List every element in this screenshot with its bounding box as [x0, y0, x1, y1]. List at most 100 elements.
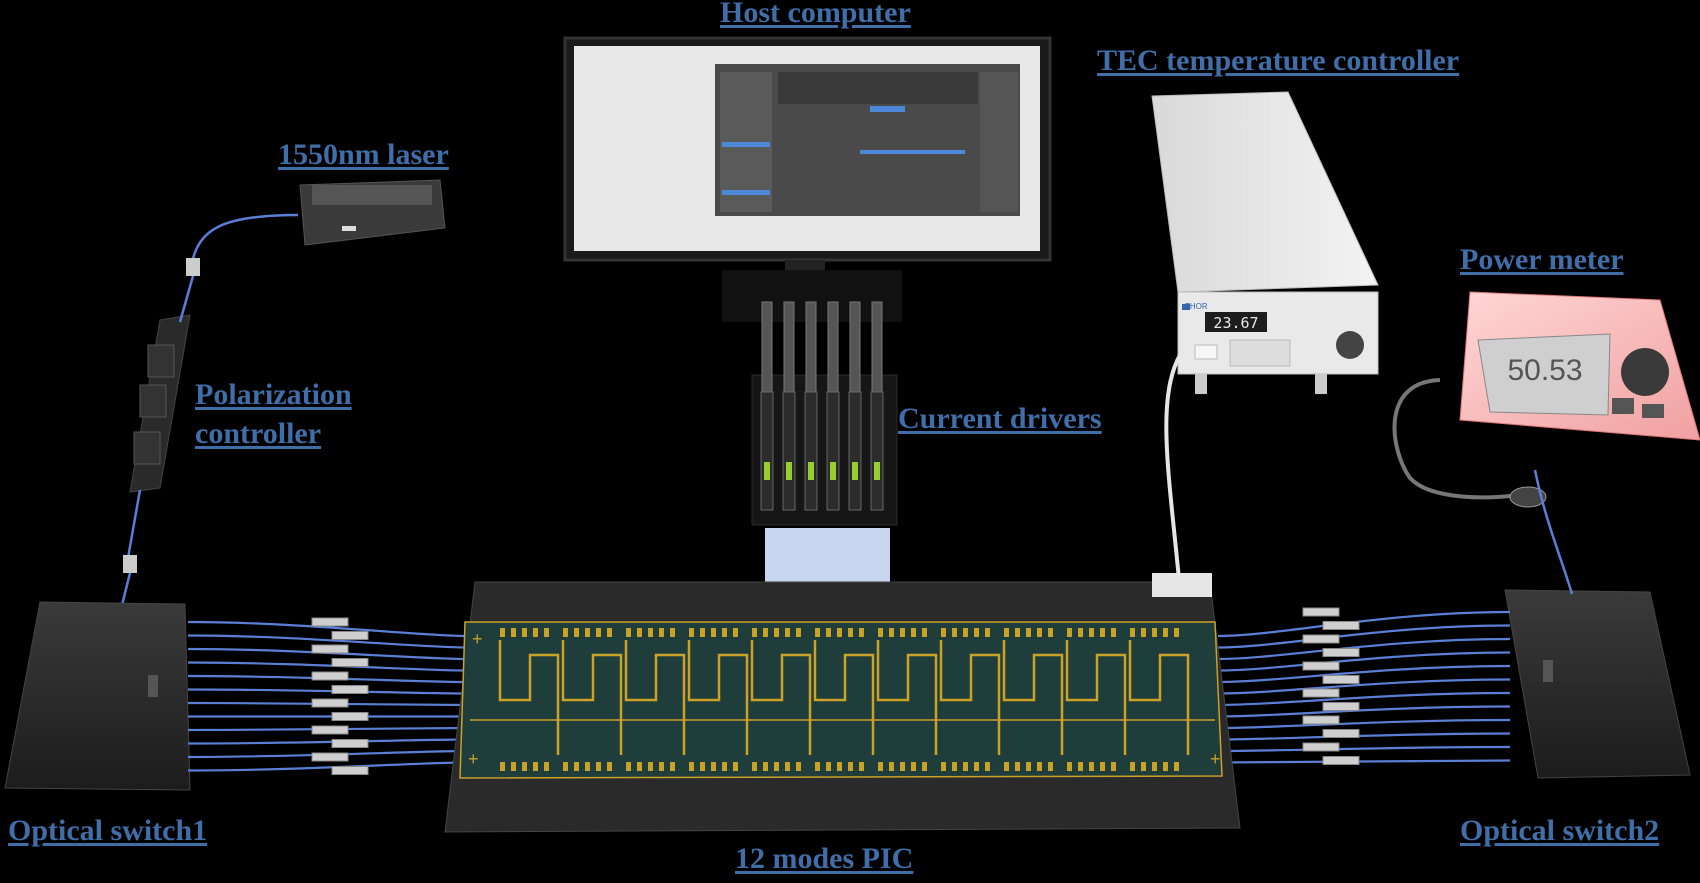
gold-trace — [1128, 640, 1190, 755]
laser-1550nm — [299, 179, 446, 246]
fiber-connector-icon — [311, 752, 349, 762]
bond-pad — [815, 762, 820, 771]
power-meter-reading: 50.53 — [1507, 354, 1582, 387]
power-meter-sensor-icon — [1509, 486, 1547, 508]
driver-card-body — [826, 391, 840, 511]
bond-pad — [1015, 762, 1020, 771]
bond-pad — [859, 628, 864, 637]
bond-pad — [533, 628, 538, 637]
driver-card-body — [782, 391, 796, 511]
host-computer — [563, 36, 1052, 322]
fiber-line — [1217, 664, 1511, 684]
bond-pad — [1067, 628, 1072, 637]
gold-trace — [624, 640, 686, 755]
bond-pad — [563, 762, 568, 771]
bond-pad — [878, 762, 883, 771]
bond-pad — [1078, 762, 1083, 771]
fiber-line — [187, 726, 467, 732]
fiber-connector-icon — [311, 725, 349, 735]
bond-pad — [1163, 762, 1168, 771]
bond-pad — [1078, 628, 1083, 637]
bond-pad — [752, 762, 757, 771]
label-pic: 12 modes PIC — [735, 842, 914, 875]
bond-pad — [763, 762, 768, 771]
bond-pad — [607, 628, 612, 637]
fiber-line — [1217, 651, 1511, 672]
fiber-connector-icon — [1322, 702, 1360, 711]
fiber-connector-icon — [331, 712, 369, 721]
bond-pad — [522, 762, 527, 771]
bond-pad — [985, 762, 990, 771]
fiber-connector-icon — [1302, 607, 1340, 617]
label-power-meter: Power meter — [1460, 243, 1624, 276]
bond-pad — [922, 628, 927, 637]
bond-pad — [974, 762, 979, 771]
bond-pad — [911, 628, 916, 637]
fiber-line — [1217, 732, 1511, 741]
bond-pad — [1174, 628, 1179, 637]
bond-pad — [596, 762, 601, 771]
driver-connector-block — [765, 528, 890, 590]
bond-pad — [985, 628, 990, 637]
bond-pad — [974, 628, 979, 637]
bond-pad — [700, 628, 705, 637]
fiber-switch2-powermeter — [1533, 469, 1574, 595]
bond-pad — [626, 628, 631, 637]
bond-pad — [574, 628, 579, 637]
bond-pad — [1067, 762, 1072, 771]
bond-pad — [1111, 762, 1116, 771]
fiber-connector-icon — [331, 658, 369, 667]
bond-pad — [1004, 628, 1009, 637]
bond-pad — [889, 628, 894, 637]
driver-card-body — [848, 391, 862, 511]
fiber-connector-icon — [311, 671, 349, 681]
bond-pad — [1141, 762, 1146, 771]
bond-pad — [763, 628, 768, 637]
optical-switch1 — [4, 601, 191, 791]
bond-pad — [922, 762, 927, 771]
pic-marker-plus: + — [472, 629, 483, 649]
driver-contact — [786, 462, 792, 480]
fiber-bundle-left — [187, 617, 467, 775]
bond-pad — [648, 762, 653, 771]
gold-trace — [561, 640, 623, 755]
gold-trace — [1065, 640, 1127, 755]
fiber-line — [187, 688, 467, 695]
bond-pad — [711, 628, 716, 637]
bond-pad — [1152, 628, 1157, 637]
bond-pad — [1026, 762, 1031, 771]
fiber-line — [1217, 759, 1511, 764]
bond-pad — [826, 762, 831, 771]
bond-pad — [785, 628, 790, 637]
bond-pad — [574, 762, 579, 771]
fiber-connector-icon — [1302, 661, 1340, 671]
bond-pad — [859, 762, 864, 771]
bond-pad — [900, 628, 905, 637]
tec-cable — [1164, 354, 1182, 591]
fiber-segment — [120, 572, 132, 606]
bond-pad — [733, 628, 738, 637]
fiber-line — [187, 761, 467, 772]
bond-pad — [826, 628, 831, 637]
pic-platform — [444, 581, 1241, 833]
pic-marker-plus: + — [1210, 749, 1221, 769]
bond-pad — [952, 628, 957, 637]
gold-trace — [687, 640, 749, 755]
bond-pad — [722, 628, 727, 637]
driver-contact — [874, 462, 880, 480]
tec-display-value: 23.67 — [1213, 314, 1258, 332]
bond-pad — [689, 628, 694, 637]
bond-pad — [585, 762, 590, 771]
label-current-drivers: Current drivers — [898, 402, 1102, 435]
fiber-line — [187, 647, 467, 661]
fiber-connector-icon — [1302, 634, 1340, 644]
fiber-connector-icon — [331, 739, 369, 748]
fiber-line — [1217, 705, 1511, 718]
bond-pad — [1152, 762, 1157, 771]
driver-contact — [830, 462, 836, 480]
fiber-line — [1217, 678, 1511, 695]
bond-pad — [533, 762, 538, 771]
fiber-line — [187, 749, 467, 759]
fiber-connector-icon — [1302, 742, 1340, 752]
